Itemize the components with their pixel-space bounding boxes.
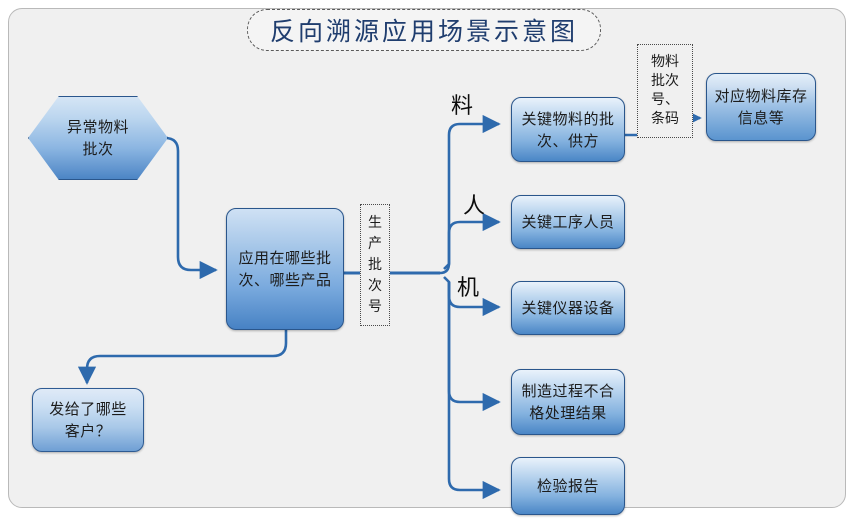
node-material-stock-label: 对应物料库存 信息等	[714, 87, 808, 127]
node-customers[interactable]: 发给了哪些 客户？	[32, 388, 144, 452]
annotation-production-batch-no-text: 生 产 批 次 号	[368, 214, 382, 315]
hexagon-shape	[28, 96, 168, 180]
node-start-abnormal-batch[interactable]: 异常物料 批次	[28, 96, 168, 180]
node-application-label: 应用在哪些批 次、哪些产品	[238, 249, 332, 289]
node-key-equipment-label: 关键仪器设备	[521, 299, 615, 317]
branch-label-machine: 机	[457, 276, 481, 301]
node-start-label: 异常物料 批次	[66, 118, 129, 158]
node-material-stock[interactable]: 对应物料库存 信息等	[706, 73, 816, 141]
annotation-material-batch-barcode-text: 物料 批次 号、 条码	[651, 54, 679, 127]
diagram-title-text: 反向溯源应用场景示意图	[269, 17, 578, 46]
node-key-personnel[interactable]: 关键工序人员	[511, 195, 625, 249]
node-key-material[interactable]: 关键物料的批 次、供方	[511, 97, 625, 162]
node-key-personnel-label: 关键工序人员	[521, 213, 615, 231]
node-application-scope[interactable]: 应用在哪些批 次、哪些产品	[226, 208, 344, 330]
node-key-equipment[interactable]: 关键仪器设备	[511, 281, 625, 335]
diagram-title: 反向溯源应用场景示意图	[247, 9, 601, 51]
node-nonconforming-handling[interactable]: 制造过程不合 格处理结果	[511, 369, 625, 435]
node-customers-label: 发给了哪些 客户？	[49, 400, 127, 440]
node-inspection-report-label: 检验报告	[536, 477, 599, 495]
annotation-production-batch-no: 生 产 批 次 号	[360, 204, 390, 326]
node-inspection-report[interactable]: 检验报告	[511, 457, 625, 515]
branch-label-person: 人	[463, 194, 487, 219]
node-key-material-label: 关键物料的批 次、供方	[521, 109, 615, 150]
node-nonconforming-label: 制造过程不合 格处理结果	[521, 382, 615, 422]
branch-label-material: 料	[451, 94, 475, 119]
annotation-material-batch-barcode: 物料 批次 号、 条码	[637, 44, 693, 138]
